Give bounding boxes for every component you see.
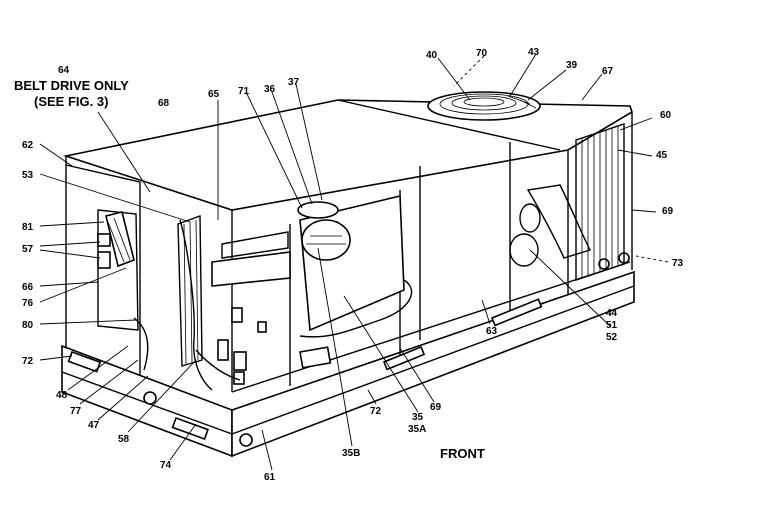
callout-35b: 35B	[342, 448, 360, 459]
control-panel	[195, 231, 291, 385]
callout-74: 74	[160, 460, 172, 471]
callout-47: 47	[88, 420, 100, 431]
callout-71: 71	[238, 86, 250, 97]
condenser-coil	[509, 123, 625, 281]
callout-36: 36	[264, 84, 276, 95]
callout-62: 62	[22, 140, 34, 151]
evaporator-coil	[177, 215, 213, 391]
callout-40: 40	[426, 50, 438, 61]
callout-58: 58	[118, 434, 130, 445]
callout-72-front: 72	[370, 406, 382, 417]
leader-lines	[39, 53, 669, 471]
callout-81: 81	[22, 222, 34, 233]
callout-52: 52	[606, 332, 618, 343]
callout-60-top: 60	[660, 110, 672, 121]
callout-39: 39	[566, 60, 578, 71]
callout-77: 77	[70, 406, 82, 417]
callout-80: 80	[22, 320, 34, 331]
callout-72-left: 72	[22, 356, 34, 367]
callout-48: 48	[56, 390, 68, 401]
unit-body	[61, 99, 635, 458]
condenser-fan	[427, 91, 541, 121]
callout-51: 51	[606, 320, 618, 331]
callout-69-front: 69	[430, 402, 442, 413]
callout-76: 76	[22, 298, 34, 309]
callout-45: 45	[656, 150, 668, 161]
front-label: FRONT	[440, 446, 485, 461]
callout-labels: 64 BELT DRIVE ONLY (SEE FIG. 3) 62 68 65…	[14, 47, 684, 483]
filter-section	[97, 209, 149, 371]
callout-57: 57	[22, 244, 34, 255]
callout-65: 65	[208, 89, 220, 100]
callout-69-right: 69	[662, 206, 674, 217]
callout-68: 68	[158, 98, 170, 109]
callout-61: 61	[264, 472, 276, 483]
blower-assembly	[297, 194, 413, 369]
callout-53: 53	[22, 170, 34, 181]
callout-37: 37	[288, 77, 300, 88]
callout-70: 70	[476, 48, 488, 59]
callout-63: 63	[486, 326, 498, 337]
callout-44: 44	[606, 308, 618, 319]
callout-35a: 35A	[408, 424, 426, 435]
note-belt-drive: BELT DRIVE ONLY	[14, 78, 129, 93]
callout-73: 73	[672, 258, 684, 269]
callout-43: 43	[528, 47, 540, 58]
callout-64: 64	[58, 65, 70, 76]
callout-35: 35	[412, 412, 424, 423]
callout-66: 66	[22, 282, 34, 293]
callout-67: 67	[602, 66, 614, 77]
note-see-fig: (SEE FIG. 3)	[34, 94, 108, 109]
